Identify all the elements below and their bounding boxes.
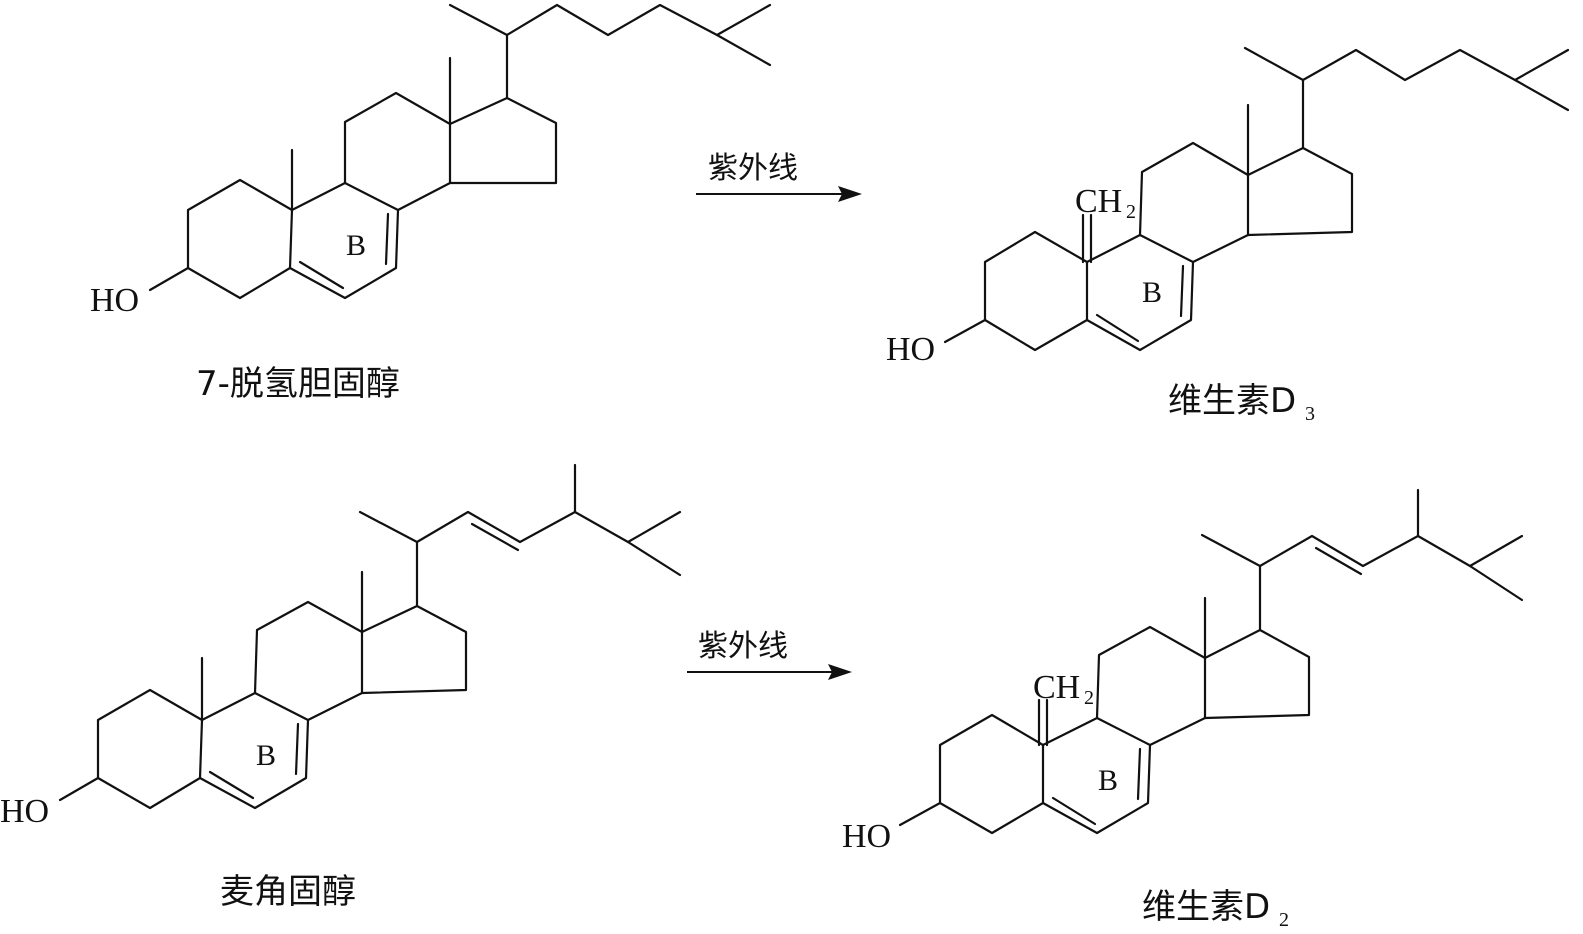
- arrow-condition: 紫外线: [698, 629, 788, 664]
- ring-b-label: B: [1142, 276, 1162, 309]
- molecule-vitamin-d3: CH 2 HO B 维生素D 3: [886, 46, 1570, 425]
- compound-name: 麦角固醇: [220, 872, 356, 912]
- methylene-subscript: 2: [1084, 687, 1094, 709]
- compound-name-subscript: 2: [1279, 909, 1289, 931]
- bonds: [148, 3, 772, 300]
- reaction-arrow-1: 紫外线: [696, 151, 862, 202]
- molecule-ergosterol: HO B 麦角固醇: [0, 463, 682, 912]
- ring-b-label: B: [1098, 764, 1118, 797]
- ring-b-label: B: [346, 229, 366, 262]
- reaction-arrow-2: 紫外线: [687, 629, 852, 680]
- methylene-label: CH: [1075, 183, 1122, 220]
- methylene-subscript: 2: [1126, 201, 1136, 223]
- molecule-vitamin-d2: CH 2 HO B 维生素D 2: [842, 488, 1524, 931]
- molecule-7-dehydrocholesterol: HO B 7-脱氢胆固醇: [90, 3, 772, 404]
- compound-name: 7-脱氢胆固醇: [196, 364, 400, 404]
- arrow-condition: 紫外线: [708, 151, 798, 186]
- bonds: [58, 463, 682, 810]
- hydroxyl-label: HO: [842, 818, 891, 855]
- compound-name: 维生素D: [1168, 381, 1296, 421]
- hydroxyl-label: HO: [886, 331, 935, 368]
- bonds: [943, 46, 1570, 352]
- methylene-label: CH: [1033, 669, 1080, 706]
- hydroxyl-label: HO: [0, 793, 49, 830]
- ring-b-label: B: [256, 739, 276, 772]
- compound-name: 维生素D: [1142, 887, 1270, 927]
- hydroxyl-label: HO: [90, 282, 139, 319]
- compound-name-subscript: 3: [1305, 403, 1315, 425]
- bonds: [898, 488, 1524, 835]
